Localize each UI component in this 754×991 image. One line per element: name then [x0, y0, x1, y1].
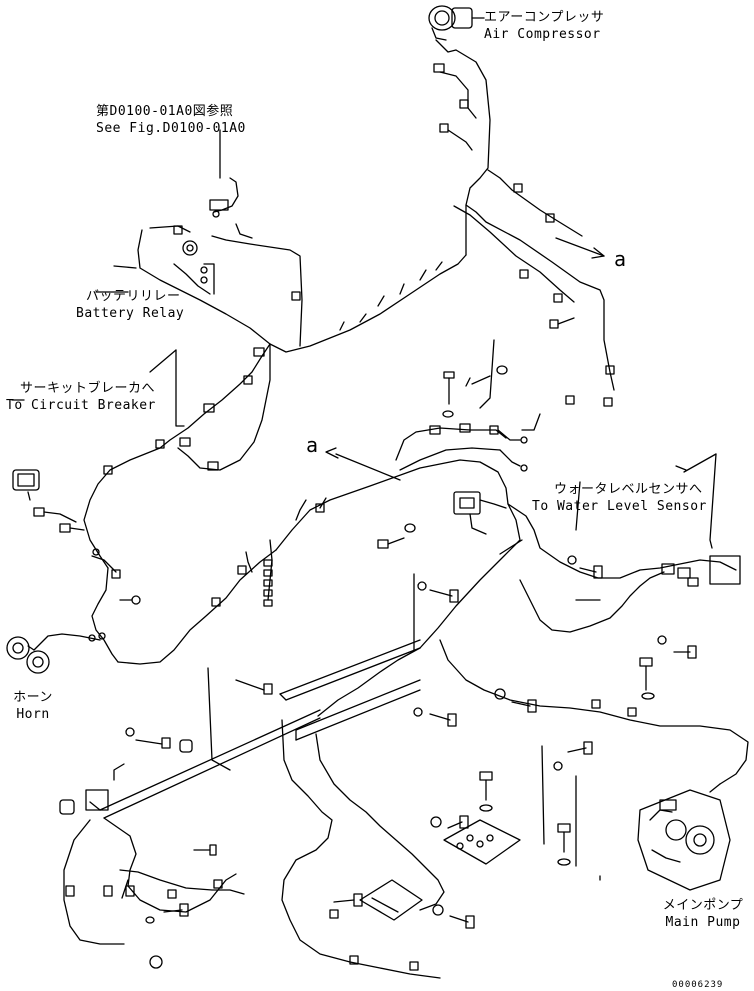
- air-compressor-label-en: Air Compressor: [484, 27, 601, 42]
- bolt-icon: [449, 915, 475, 929]
- air-compressor-icon: [428, 5, 473, 53]
- bolt-icon: [135, 737, 171, 749]
- water-level-label-jp: ウォータレベルセンサへ: [554, 482, 703, 497]
- air-compressor-label-jp: エアーコンプレッサ: [484, 10, 605, 25]
- bolt-icon: [639, 657, 653, 691]
- bolt-icon: [163, 903, 189, 917]
- reference-a-upper: a: [614, 247, 627, 271]
- bolt-icon: [673, 645, 697, 659]
- see-fig-connector-icon: [209, 177, 239, 218]
- main-pump-label-jp: メインポンプ: [662, 898, 744, 913]
- bolt-icon: [465, 375, 491, 387]
- battery-connector-module-icon: [12, 469, 40, 501]
- relay-block-icon: [359, 879, 423, 921]
- center-connector-icon: [453, 491, 481, 515]
- bolt-icon: [567, 741, 593, 755]
- bolt-icon: [235, 679, 273, 695]
- circuit-breaker-label-en: To Circuit Breaker: [6, 398, 156, 413]
- bolt-icon: [333, 893, 363, 907]
- horn-label-en: Horn: [16, 707, 50, 722]
- horn-icon: [6, 636, 50, 674]
- bolt-icon: [579, 565, 603, 579]
- bolt-icon: [442, 371, 455, 418]
- bolt-icon: [447, 815, 469, 829]
- circuit-breaker-label-jp: サーキットブレーカへ: [20, 381, 156, 396]
- main-pump-label-en: Main Pump: [665, 915, 741, 930]
- battery-relay-label-jp: バッテリリレー: [86, 289, 181, 304]
- bolt-icon: [479, 771, 493, 801]
- water-level-label-en: To Water Level Sensor: [532, 499, 707, 514]
- see-fig-label-jp: 第D0100-01A0図参照: [96, 104, 234, 119]
- bolt-icon: [429, 713, 457, 727]
- bolt-icon: [193, 844, 217, 856]
- relay-block-icon: [443, 819, 521, 865]
- bolt-icon: [511, 699, 537, 713]
- drawing-number: 00006239: [672, 980, 724, 990]
- bolt-icon: [377, 537, 405, 549]
- washer-icon: [496, 365, 508, 375]
- see-fig-label-en: See Fig.D0100-01A0: [96, 121, 246, 136]
- horn-label-jp: ホーン: [13, 690, 53, 705]
- bolt-icon: [121, 879, 129, 899]
- bolt-icon: [429, 589, 459, 603]
- bolt-icon: [557, 823, 571, 853]
- reference-a-lower: a: [306, 433, 319, 457]
- main-pump-icon: [637, 789, 731, 891]
- battery-relay-label-en: Battery Relay: [76, 306, 185, 321]
